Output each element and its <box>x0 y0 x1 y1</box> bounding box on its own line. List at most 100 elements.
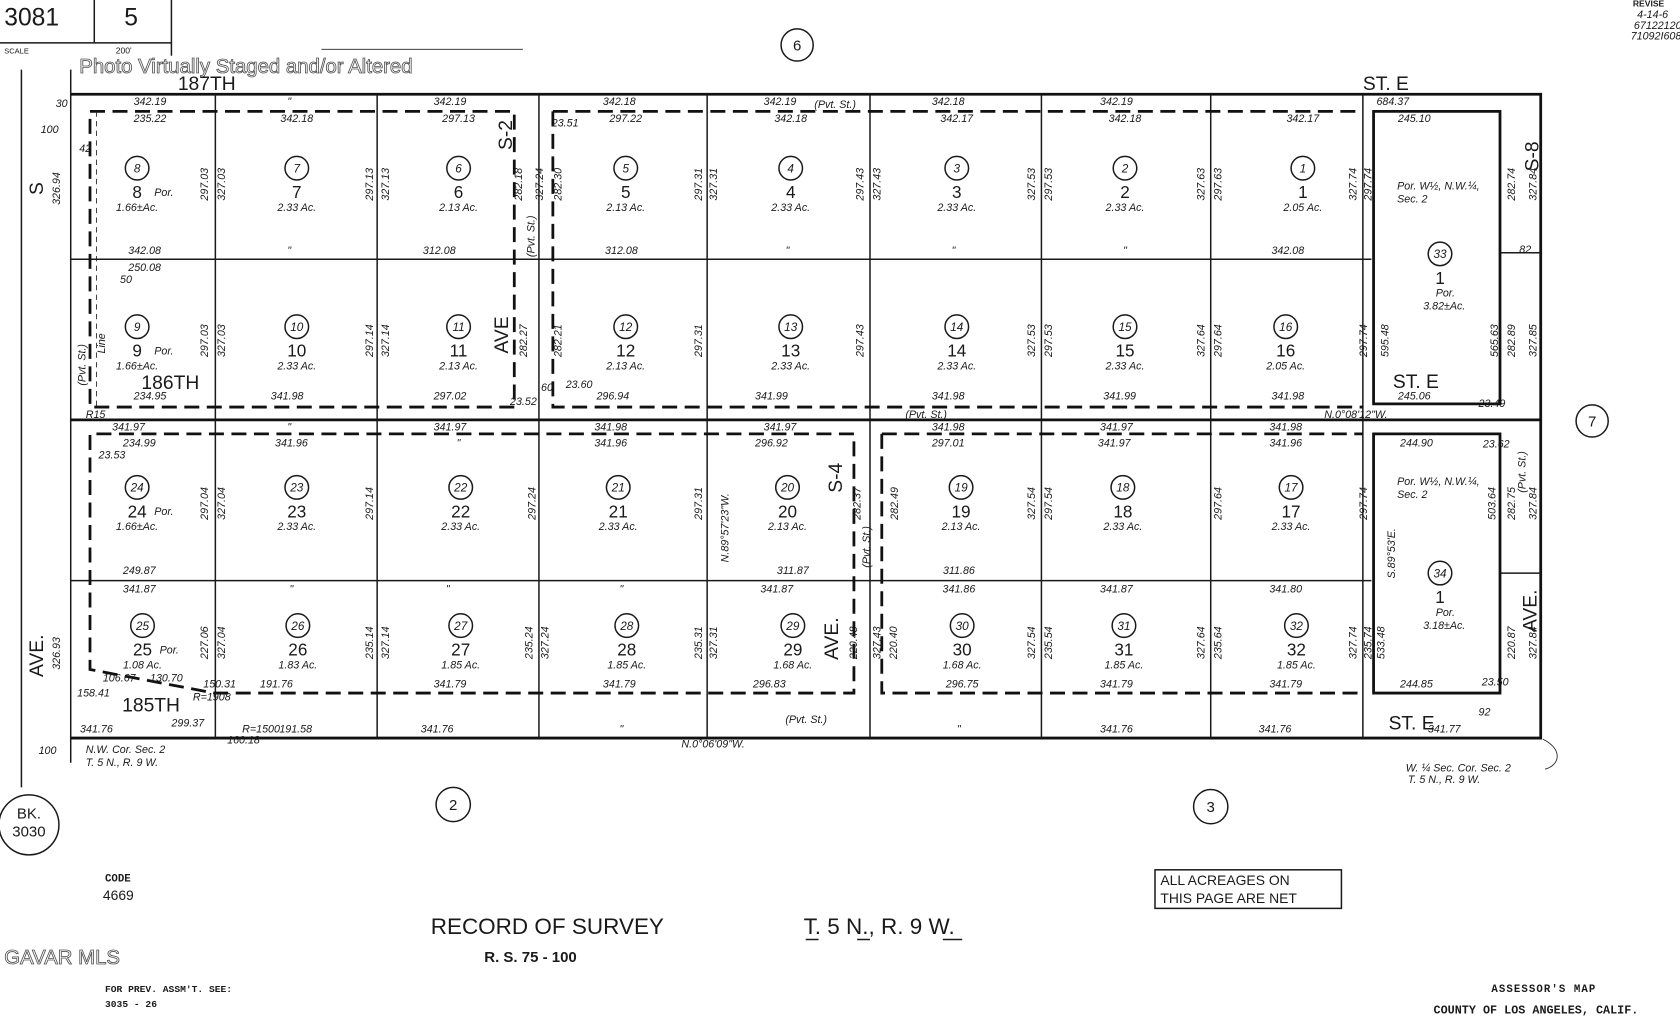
dimension-label: 341.97 <box>1098 438 1132 450</box>
adjoining-page-6: 6 <box>793 37 801 54</box>
dimension-label: 341.98 <box>932 391 965 403</box>
corner-notes: N.W. Cor. Sec. 2 T. 5 N., R. 9 W. W. ¼ S… <box>86 738 1558 786</box>
annotation-label: 23.62 <box>1482 439 1510 451</box>
dimension-label: 341.87 <box>123 583 157 595</box>
lot-number: 2 <box>1120 182 1130 202</box>
parcel-3[interactable]: 332.33 Ac. <box>936 155 976 214</box>
revise-date: 71092I608 <box>1631 31 1680 43</box>
dimension-label: 327.53 <box>1026 168 1038 201</box>
parcel-number: 29 <box>785 620 800 633</box>
dimension-label: 503.64 <box>1487 487 1499 520</box>
annotation-label: 130.70 <box>150 672 183 684</box>
dimension-label: " <box>287 422 292 434</box>
parcel-7[interactable]: 772.33 Ac. <box>276 155 316 214</box>
annotation-label: 23.51 <box>551 117 579 129</box>
dimension-label: 327.84 <box>1527 487 1539 520</box>
dimension-label: 327.63 <box>1195 168 1207 201</box>
parcel-number-circle <box>1273 314 1299 340</box>
survey-title: RECORD OF SURVEY <box>431 914 664 939</box>
lot-acreage: 1.85 Ac. <box>607 659 646 671</box>
w-quarter-note: W. ¼ Sec. Cor. Sec. 2 <box>1406 762 1511 774</box>
dimension-label: 150.31 <box>203 679 236 691</box>
parcel-number-circle <box>778 314 804 340</box>
dimension-label: 327.84 <box>1527 626 1539 659</box>
parcel-2[interactable]: 222.33 Ac. <box>1105 155 1145 214</box>
parcel-number: 18 <box>1116 482 1130 495</box>
parcel-6[interactable]: 662.13 Ac. <box>438 155 478 214</box>
dimension-label: 342.17 <box>940 113 974 125</box>
dimension-label: 311.86 <box>943 565 975 577</box>
scale-label: SCALE <box>4 47 29 56</box>
parcel-4[interactable]: 442.33 Ac. <box>770 155 810 214</box>
dimension-label: 227.06 <box>199 626 211 660</box>
dimension-label: 342.08 <box>128 245 161 257</box>
dimension-label: 244.85 <box>1399 679 1433 691</box>
lot-number: 11 <box>450 341 468 361</box>
lot-note: Sec. 2 <box>1397 489 1427 501</box>
dimension-label: 297.53 <box>1043 168 1055 202</box>
dimension-label: 341.86 <box>943 583 976 595</box>
dimension-label: 297.74 <box>1362 168 1374 202</box>
annotation-label: R=1908 <box>193 692 231 704</box>
parcel-1[interactable]: 112.05 Ac. <box>1282 155 1322 214</box>
lot-acreage: 2.33 Ac. <box>440 521 480 533</box>
parcel-5[interactable]: 552.13 Ac. <box>605 155 645 214</box>
dimension-label: 282.37 <box>851 486 863 521</box>
bearing-label: S.89°53'E. <box>1386 528 1398 578</box>
county-label: COUNTY OF LOS ANGELES, CALIF. <box>1434 1003 1639 1017</box>
lot-number: 6 <box>454 182 464 202</box>
parcel-number-circle <box>446 314 472 340</box>
lot-number: 30 <box>953 640 972 660</box>
dimension-label: 297.24 <box>527 487 539 521</box>
dimension-label: 327.04 <box>216 626 228 659</box>
code-label: CODE <box>105 874 131 886</box>
parcel-number: 7 <box>294 162 301 175</box>
dimension-label: 327.43 <box>872 168 884 201</box>
parcel-number: 16 <box>1279 321 1293 334</box>
parcel-number: 11 <box>452 321 464 334</box>
dimension-label: 297.31 <box>693 324 705 358</box>
lot-acreage: 2.33 Ac. <box>770 361 810 373</box>
dimension-label: 342.18 <box>280 113 313 125</box>
parcel-number: 30 <box>956 620 970 633</box>
parcel-number-circle <box>1112 314 1138 340</box>
dimension-label: 327.84 <box>1527 168 1539 201</box>
pvt-st-label: (Pvt. St.) <box>77 344 89 386</box>
mls-watermark: GAVAR MLS <box>4 947 120 969</box>
lot-acreage: 1.66±Ac. <box>116 361 158 373</box>
dimension-label: 282.49 <box>889 487 901 521</box>
lot-number: 4 <box>786 182 796 202</box>
parcel-number-circle <box>1427 241 1453 267</box>
lot-acreage: 2.33 Ac. <box>1271 521 1311 533</box>
parcel-number: 2 <box>1121 162 1129 175</box>
annotation-label: 82 <box>1519 244 1531 256</box>
lot-acreage: 2.13 Ac. <box>438 202 478 214</box>
